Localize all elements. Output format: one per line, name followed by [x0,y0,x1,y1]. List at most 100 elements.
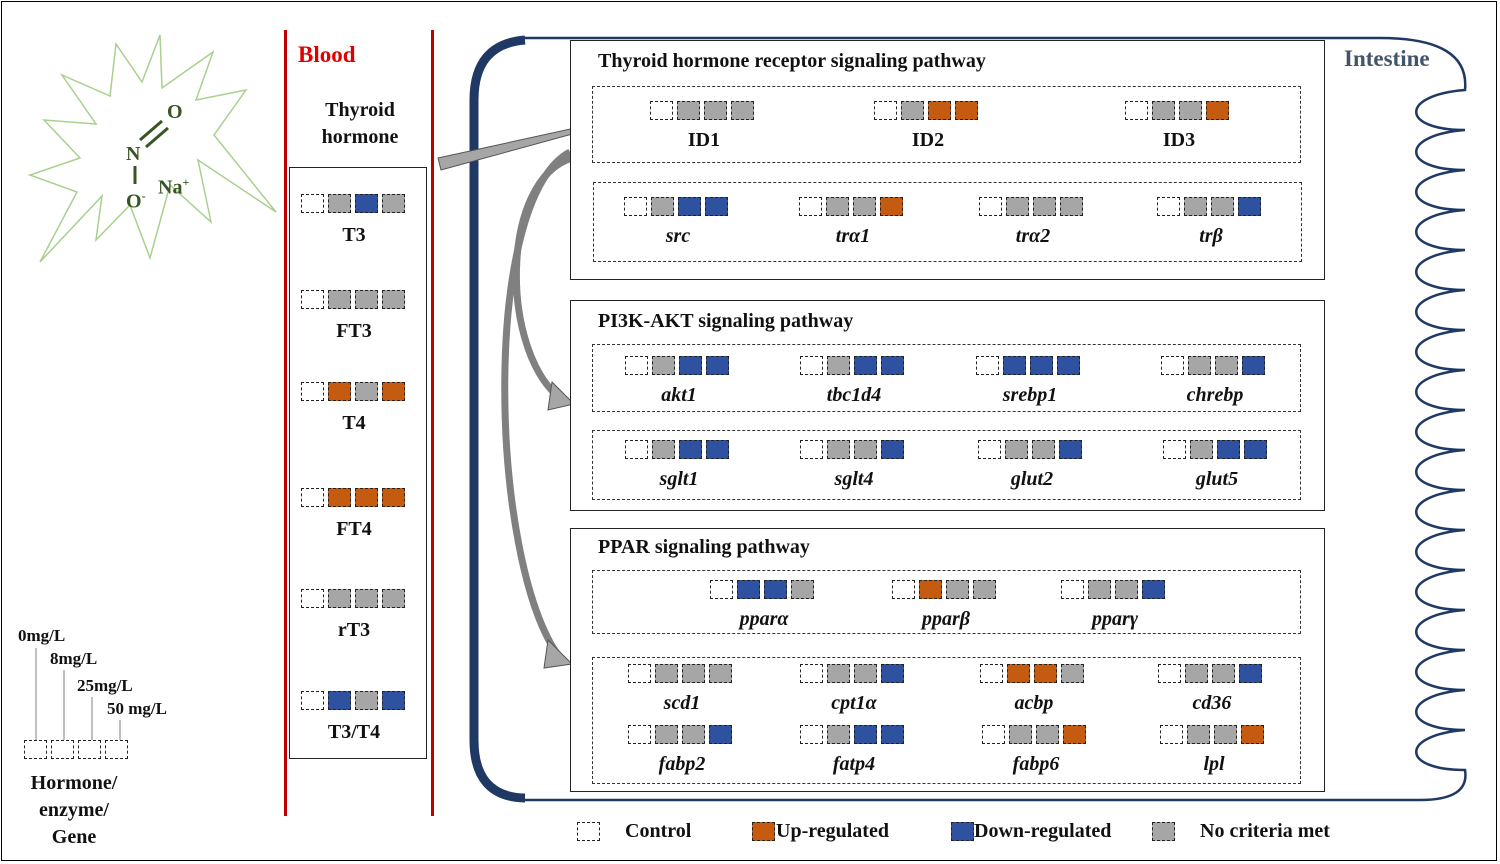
hormone-t3-dose-0-square [301,194,324,213]
gene-pi3k-row2-1-dose-1-square [827,440,850,459]
sodium-nitrite-starburst [27,34,277,263]
legend-up-regulated-label: Up-regulated [776,820,889,842]
gene-ppar-row2-2-dose-0-square [980,664,1003,683]
pi3k-row1-group [592,344,1301,412]
key-caption-1: Hormone/ [30,772,118,794]
gene-ppar-row3-3-label: lpl [1203,753,1225,775]
gene-pi3k-row1-2-dose-3-square [1057,356,1080,375]
gene-ppar-row2-1-dose-1-square [827,664,850,683]
gene-pi3k-row2-0-dose-0-square [625,440,648,459]
gene-thyroid-row2-1-dose-1-square [826,197,849,216]
gene-ppar-row2-3-dose-0-square [1158,664,1181,683]
gene-thyroid-row1-1-label: ID2 [911,129,945,151]
sodium-label: Na+ [158,175,189,200]
pi3k-pathway-title: PI3K-AKT signaling pathway [598,310,854,332]
gene-ppar-row2-3-label: cd36 [1192,692,1232,714]
gene-pi3k-row2-0-dose-1-square [652,440,675,459]
nitrogen-label: N [126,143,141,165]
gene-thyroid-row1-1-dose-1-square [901,101,924,120]
gene-pi3k-row1-1-dose-2-square [854,356,877,375]
gene-ppar-row3-0-dose-2-square [682,725,705,744]
oxygen-symbol: O [126,190,142,213]
hormone-t3-t4-label: T3/T4 [327,721,381,743]
dose-label-3: 50 mg/L [107,699,167,718]
gene-thyroid-row2-1-label: trα1 [835,225,871,247]
gene-thyroid-row1-2-dose-1-square [1152,101,1175,120]
gene-pi3k-row1-0-dose-2-square [679,356,702,375]
sodium-symbol: Na [158,176,183,199]
gene-thyroid-row1-2-dose-2-square [1179,101,1202,120]
gene-thyroid-row1-0-dose-1-square [677,101,700,120]
minus-charge: - [141,189,146,203]
hormone-ft3-dose-1-square [328,290,351,309]
gene-ppar-row3-2-dose-0-square [982,725,1005,744]
gene-ppar-row2-1-label: cpt1α [831,692,877,714]
gene-ppar-row2-3-dose-2-square [1212,664,1235,683]
gene-thyroid-row2-2-dose-2-square [1033,197,1056,216]
hormone-rt3-dose-3-square [382,589,405,608]
gene-thyroid-row2-2-dose-0-square [979,197,1002,216]
hormone-ft3-dose-3-square [382,290,405,309]
ppar-row1-group [592,570,1301,634]
gene-ppar-row3-2-label: fabp6 [1012,753,1060,775]
gene-pi3k-row2-1-dose-3-square [881,440,904,459]
hormone-t3-t4-dose-3-square [382,691,405,710]
gene-ppar-row2-0-dose-1-square [655,664,678,683]
gene-ppar-row3-1-label: fatp4 [832,753,876,775]
key-dose-1-square [51,740,74,759]
gene-pi3k-row2-2-dose-3-square [1059,440,1082,459]
gene-ppar-row2-1-dose-3-square [881,664,904,683]
blood-right-border [431,30,434,816]
gene-pi3k-row2-2-dose-1-square [1005,440,1028,459]
gene-thyroid-row1-0-dose-2-square [704,101,727,120]
gene-thyroid-row2-1-dose-2-square [853,197,876,216]
gene-ppar-row3-0-dose-3-square [709,725,732,744]
hormone-ft4-dose-3-square [382,488,405,507]
gene-thyroid-row2-3-dose-0-square [1157,197,1180,216]
gene-ppar-row2-2-label: acbp [1014,692,1054,714]
gene-ppar-row1-0-dose-1-square [737,580,760,599]
gene-pi3k-row1-0-dose-3-square [706,356,729,375]
legend-no-criteria-met-swatch [1152,822,1175,841]
gene-pi3k-row2-3-label: glut5 [1195,468,1239,490]
pi3k-pathway-box [570,300,1325,511]
gene-thyroid-row2-3-dose-1-square [1184,197,1207,216]
gene-thyroid-row2-2-dose-3-square [1060,197,1083,216]
gene-pi3k-row1-2-dose-2-square [1030,356,1053,375]
gene-ppar-row1-1-dose-1-square [919,580,942,599]
double-bond-line-2 [145,126,169,149]
hormone-ft4-dose-1-square [328,488,351,507]
gene-ppar-row2-2-dose-1-square [1007,664,1030,683]
gene-pi3k-row2-1-dose-0-square [800,440,823,459]
thyroid-pathway-title: Thyroid hormone receptor signaling pathw… [598,50,986,72]
key-caption-2: enzyme/ [39,799,109,821]
gene-thyroid-row2-2-label: trα2 [1015,225,1051,247]
curved-arrow-to-pi3k [513,154,574,401]
hormone-t3-label: T3 [342,224,366,246]
key-dose-3-square [105,740,128,759]
key-dose-0-square [24,740,47,759]
gene-ppar-row1-1-dose-0-square [892,580,915,599]
arrowhead-pi3k [547,380,575,411]
gene-thyroid-row2-0-dose-1-square [651,197,674,216]
legend-control-swatch [577,822,600,841]
gene-ppar-row1-2-dose-2-square [1115,580,1138,599]
hormone-t3-t4-dose-0-square [301,691,324,710]
gene-pi3k-row2-3-dose-0-square [1163,440,1186,459]
gene-ppar-row1-2-dose-1-square [1088,580,1111,599]
gene-pi3k-row1-1-dose-3-square [881,356,904,375]
hormone-t4-dose-2-square [355,382,378,401]
gene-ppar-row3-3-dose-2-square [1214,725,1237,744]
gene-ppar-row3-0-dose-1-square [655,725,678,744]
gene-thyroid-row1-1-dose-2-square [928,101,951,120]
intestine-title: Intestine [1344,46,1430,71]
legend-up-regulated-swatch [752,822,775,841]
gene-pi3k-row1-0-dose-1-square [652,356,675,375]
gene-thyroid-row1-2-label: ID3 [1162,129,1196,151]
gene-thyroid-row1-0-label: ID1 [687,129,721,151]
thyroid-pathway-box [570,40,1325,280]
double-bond-line-1 [139,119,163,142]
hormone-t3-t4-dose-2-square [355,691,378,710]
blood-left-border [284,30,287,816]
dose-label-2: 25mg/L [77,676,133,695]
